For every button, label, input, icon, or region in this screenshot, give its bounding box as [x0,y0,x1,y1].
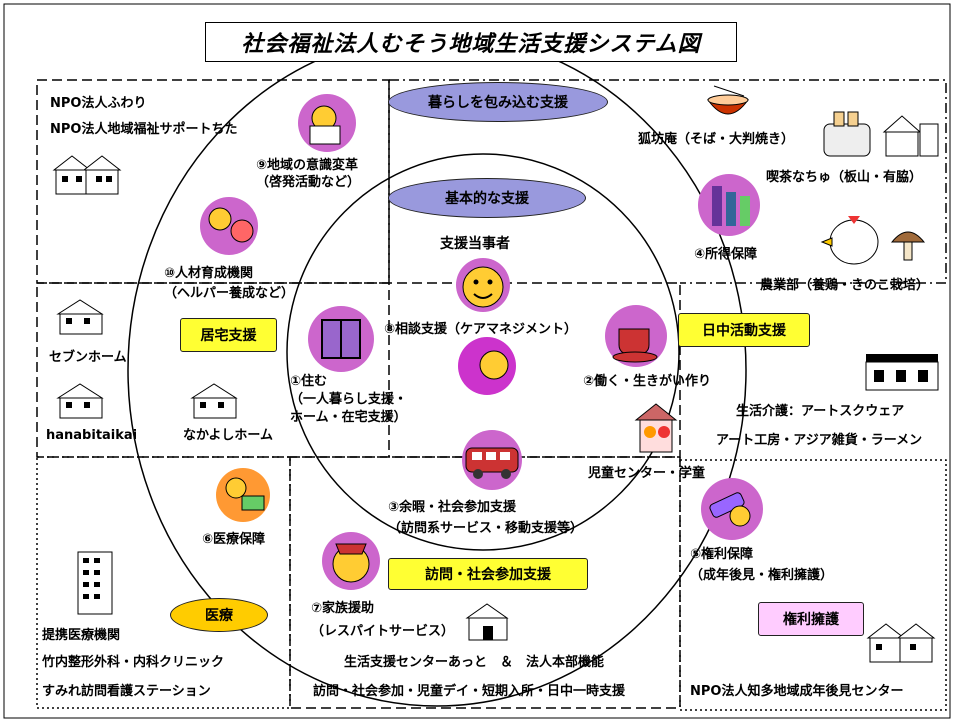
medical-person-icon [216,468,270,522]
label-kazoku: ⑦家族援助 [311,601,375,616]
outer-frame [3,3,951,719]
label-sumire: すみれ訪問看護ステーション [42,684,211,699]
label-jinzai-sub: （ヘルパー養成など） [164,286,295,301]
label-nakayoshi: なかよしホーム [183,428,273,443]
label-sumu-sub1: （一人暮らし支援・ [290,392,408,407]
label-houmon-svc: 訪問・社会参加・児童デイ・短期入所・日中一時支援 [313,684,626,699]
label-takeuchi: 竹内整形外科・内科クリニック [42,655,225,670]
reading-person-icon [298,94,356,152]
label-kaigo: 生活介護：アートスクウェア [736,404,905,419]
child-waving-icon [200,197,258,255]
inner-circle [286,153,680,551]
gavel-icon [701,478,763,540]
window-icon [308,306,374,372]
house-icon-nakayoshi [190,383,238,419]
label-npo-chita-koken: NPO法人知多地域成年後見センター [690,684,904,699]
hospital-building-icon [77,551,113,615]
pill-kyotaku: 居宅支援 [180,318,277,352]
ramen-bowl-icon [707,85,749,115]
label-npo-chita: NPO法人地域福祉サポートちた [50,122,238,137]
person-stretching-icon [698,174,760,236]
label-kissa: 喫茶なちゅ（板山・有脇） [766,170,923,185]
label-npo-fuwari: NPO法人ふわり [50,96,147,111]
house-icon-center [465,603,509,641]
label-yoka-sub: （訪問系サービス・移動支援等） [388,521,584,536]
face-icon [456,258,510,312]
label-iryohosho: ⑥医療保障 [202,532,266,547]
house-icon-hanabi [56,383,104,419]
city-buildings-icon [882,115,939,157]
diagram-title: 社会福祉法人むそう地域生活支援システム図 [205,22,737,62]
house-icon [52,155,122,195]
region-top-left [36,79,390,284]
label-ishiki: ⑨地域の意識変革 [256,158,359,173]
coffee-cup-icon [605,305,667,367]
label-shotoku: ④所得保障 [694,247,758,262]
region-middle [36,282,681,458]
house-icon-seven [56,299,104,335]
house-icon-koken [866,623,936,663]
label-yoka: ③余暇・社会参加支援 [388,500,517,515]
person-sleeping-icon [458,337,516,395]
label-koubou: アート工房・アジア雑貨・ラーメン [716,433,923,448]
pill-kenri: 権利擁護 [758,602,864,636]
region-bottom-left [36,456,291,709]
label-kenrihosho-sub: （成年後見・権利擁護） [690,568,834,583]
label-sumu: ①住む [290,374,328,389]
label-nogyo: 農業部（養鶏・きのこ栽培） [760,278,930,293]
label-kobouan: 狐坊庵（そば・大判焼き） [638,132,795,147]
pill-iryo: 医療 [170,598,268,632]
label-sumu-sub2: ホーム・在宅支援） [290,410,407,425]
label-seven: セブンホーム [49,350,127,365]
pill-kihon: 基本的な支援 [388,178,586,218]
chicken-icon [820,216,879,265]
label-kazoku-sub: （レスパイトサービス） [311,624,455,639]
label-jido: 児童センター・学童 [588,466,706,481]
label-hataraku: ②働く・生きがい作り [583,374,712,389]
label-jinzai: ⑩人材育成機関 [164,266,254,281]
pill-nicchu: 日中活動支援 [678,313,810,347]
region-bottom-right [679,459,947,711]
bus-icon [462,430,522,490]
pill-houmon: 訪問・社会参加支援 [388,558,588,590]
label-center: 生活支援センターあっと ＆ 法人本部機能 [344,655,605,670]
pill-kurashi: 暮らしを包み込む支援 [388,82,608,122]
label-hanabi: hanabitaikai [46,428,138,443]
label-soudan: ⑧相談支援（ケアマネジメント） [384,322,578,337]
shop-icon [865,354,939,391]
label-kenrihosho: ⑤権利保障 [690,547,754,562]
label-ishiki-sub: （啓発活動など） [256,175,361,190]
label-teikei: 提携医療機関 [42,628,121,643]
label-toujisha: 支援当事者 [440,236,510,252]
family-icon [322,532,380,590]
mushroom-icon [890,231,926,261]
children-icon [634,403,678,453]
toaster-icon [823,111,871,157]
